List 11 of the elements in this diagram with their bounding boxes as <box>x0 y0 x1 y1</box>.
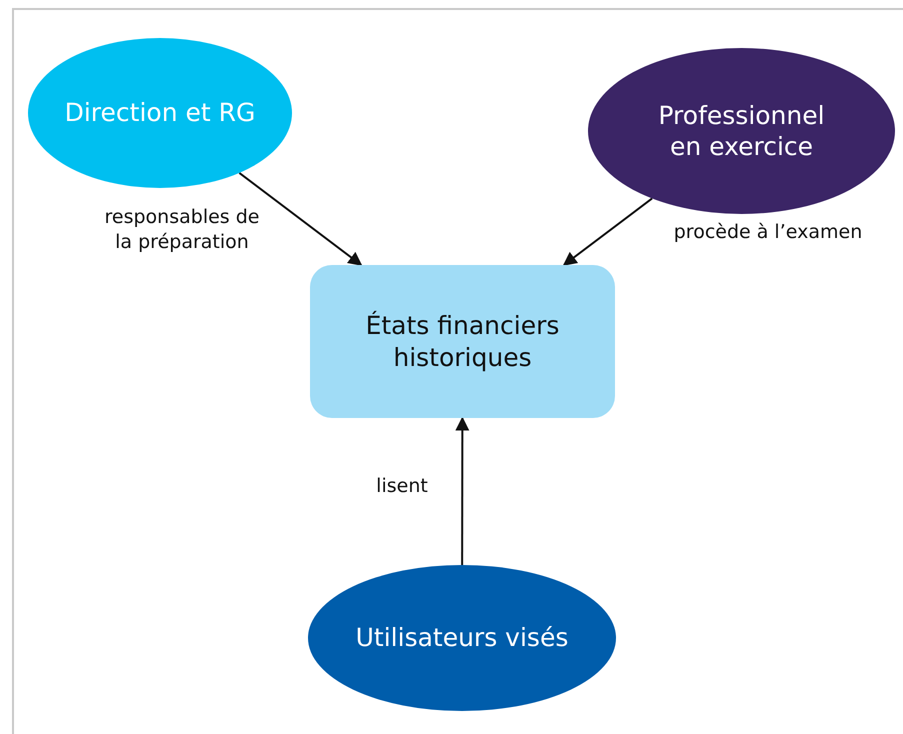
node-text: Direction et RG <box>64 97 256 129</box>
node-text: Professionnel en exercice <box>657 100 826 162</box>
node-text: États financiers historiques <box>364 310 560 373</box>
arrow <box>238 172 362 266</box>
process-box <box>310 265 615 418</box>
arrow <box>562 198 653 266</box>
edge-label: lisent <box>376 474 428 499</box>
edge-label: responsables de la préparation <box>104 205 260 254</box>
arrow <box>455 416 470 565</box>
node-text: Utilisateurs visés <box>356 622 568 654</box>
edge-label: procède à l’examen <box>674 220 862 245</box>
